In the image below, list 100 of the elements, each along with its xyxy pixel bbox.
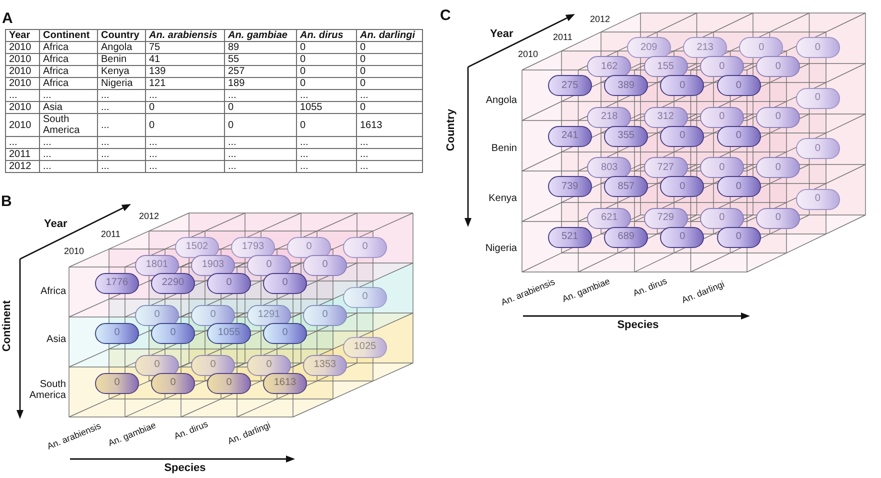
- panel-letter: A: [2, 11, 13, 26]
- table-cell: Africa: [40, 42, 98, 54]
- value-pill: 0: [247, 354, 291, 376]
- species-label: An. dirus: [172, 418, 210, 442]
- year-label: 2012: [590, 14, 610, 24]
- table-cell: 41: [146, 54, 225, 66]
- table-cell: 2012: [6, 161, 40, 173]
- table-cell: ...: [98, 161, 146, 173]
- table-cell: Africa: [40, 66, 98, 78]
- table-header-cell: Continent: [40, 30, 98, 42]
- table-cell: 257: [225, 66, 297, 78]
- value-pill: 241: [548, 126, 592, 147]
- value-pill: 0: [660, 75, 704, 96]
- value-pill: 0: [796, 138, 840, 160]
- value-pill: 162: [587, 56, 632, 78]
- value-pill: 0: [660, 226, 704, 248]
- value-pill: 1353: [303, 354, 347, 376]
- table-cell: 121: [146, 78, 225, 90]
- value-pill: 0: [191, 304, 235, 326]
- value-pill: 803: [587, 157, 632, 178]
- table-cell: 0: [357, 78, 423, 90]
- table-cell: ...: [40, 149, 98, 161]
- value-pill: 312: [644, 106, 688, 128]
- value-pill: 0: [796, 188, 840, 210]
- table-cell: ...: [357, 161, 423, 173]
- year-label: 2010: [518, 49, 538, 59]
- table-cell: 89: [225, 42, 297, 54]
- value-pill: 0: [207, 272, 251, 294]
- value-pill: 1502: [175, 236, 219, 258]
- value-pill: 0: [287, 236, 331, 258]
- table-cell: ...: [98, 102, 146, 114]
- value-pill: 0: [303, 304, 347, 326]
- value-pill: 739: [548, 176, 592, 198]
- value-pill: 0: [343, 236, 387, 258]
- table-cell: 0: [225, 102, 297, 114]
- year-label: 2011: [101, 229, 120, 239]
- value-pill: 209: [626, 37, 671, 58]
- panel-letter: C: [440, 8, 451, 23]
- value-pill: 0: [700, 106, 744, 128]
- table-cell: 0: [146, 102, 225, 114]
- value-pill: 1025: [343, 336, 387, 358]
- table-cell: ...: [357, 149, 423, 161]
- table-cell: ...: [6, 137, 40, 149]
- axis-title: Country: [445, 108, 457, 152]
- table-cell: 2010: [6, 66, 40, 78]
- value-pill: 0: [151, 372, 195, 394]
- value-pill: 0: [716, 176, 761, 198]
- value-pill: 0: [303, 254, 347, 276]
- value-pill: 155: [644, 56, 688, 78]
- value-pill: 0: [700, 157, 744, 178]
- value-pill: 0: [756, 106, 800, 128]
- table-cell: ...: [98, 149, 146, 161]
- value-pill: 727: [644, 157, 688, 178]
- table-cell: ...: [6, 90, 40, 102]
- value-pill: 1613: [263, 372, 307, 394]
- value-pill: 0: [263, 322, 307, 344]
- value-pill: 0: [95, 322, 139, 344]
- panel-letter: B: [1, 194, 12, 209]
- value-pill: 0: [207, 372, 251, 394]
- table-cell: 0: [357, 42, 423, 54]
- table-cell: ...: [98, 114, 146, 137]
- species-label: An. dirus: [632, 276, 668, 298]
- table-cell: 189: [225, 78, 297, 90]
- table-header-cell: An. dirus: [297, 30, 357, 42]
- table-cell: ...: [40, 90, 98, 102]
- table-cell: South America: [40, 114, 98, 137]
- value-pill: 0: [796, 37, 840, 58]
- value-pill: 0: [700, 208, 744, 229]
- table-cell: 1055: [297, 102, 357, 114]
- table-cell: 55: [225, 54, 297, 66]
- value-pill: 0: [151, 322, 195, 344]
- table-cell: Kenya: [98, 66, 146, 78]
- value-pill: 389: [604, 75, 648, 96]
- table-cell: ...: [146, 137, 225, 149]
- table-cell: 1613: [357, 114, 423, 137]
- table-cell: ...: [225, 149, 297, 161]
- table-cell: ...: [225, 161, 297, 173]
- axis-title: Year: [490, 28, 514, 40]
- table-cell: 2010: [6, 54, 40, 66]
- value-pill: 0: [716, 75, 761, 96]
- table-cell: ...: [297, 149, 357, 161]
- value-pill: 1793: [231, 236, 275, 258]
- table-cell: ...: [98, 90, 146, 102]
- value-pill: 621: [587, 208, 632, 229]
- table-cell: ...: [225, 137, 297, 149]
- table-cell: ...: [146, 149, 225, 161]
- value-pill: 0: [716, 126, 761, 147]
- row-label: South America: [28, 379, 66, 401]
- table-cell: ...: [357, 90, 423, 102]
- table-cell: Angola: [98, 42, 146, 54]
- axis-title: Species: [164, 462, 206, 474]
- value-pill: 218: [587, 106, 632, 128]
- table-cell: 0: [297, 78, 357, 90]
- table-cell: ...: [357, 137, 423, 149]
- row-label: Asia: [46, 334, 66, 345]
- value-pill: 0: [756, 56, 800, 78]
- value-pill: 1291: [247, 304, 291, 326]
- value-pill: 1776: [95, 272, 139, 294]
- value-pill: 0: [247, 254, 291, 276]
- value-pill: 0: [660, 176, 704, 198]
